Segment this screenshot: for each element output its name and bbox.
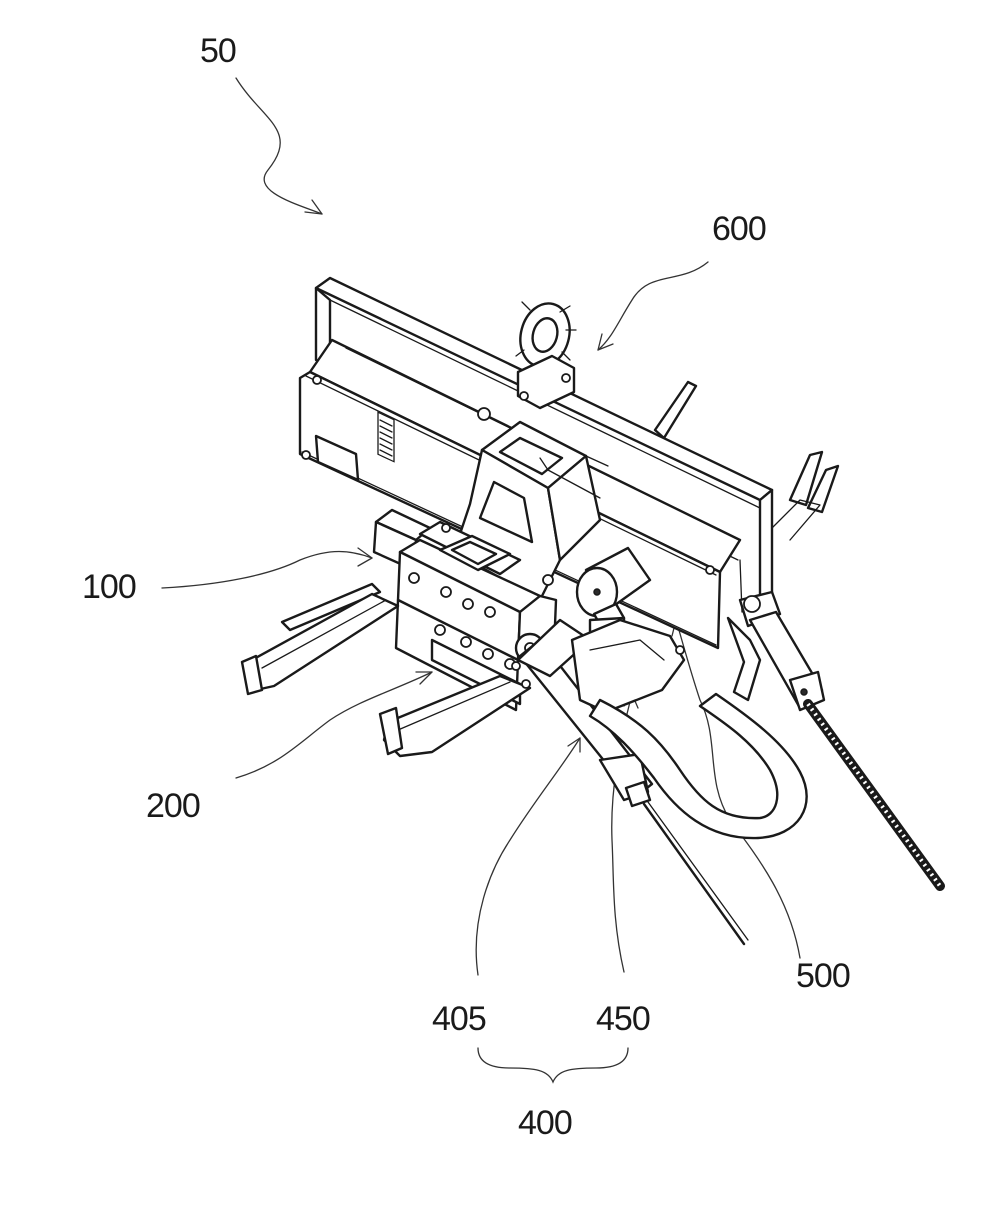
label-200: 200 [146, 787, 200, 825]
arrow-50 [305, 200, 322, 214]
label-50: 50 [200, 32, 236, 70]
arrow-100 [358, 548, 372, 566]
label-100: 100 [82, 568, 136, 606]
label-400: 400 [518, 1104, 572, 1142]
label-500: 500 [796, 957, 850, 995]
label-600: 600 [712, 210, 766, 248]
leader-50 [236, 78, 322, 214]
leader-600 [598, 262, 708, 350]
leader-405 [476, 738, 580, 975]
label-405: 405 [432, 1000, 486, 1038]
leader-100 [162, 552, 372, 589]
machine-assembly [242, 278, 940, 944]
brace-400 [478, 1048, 628, 1082]
label-450: 450 [596, 1000, 650, 1038]
cable-connector [514, 298, 577, 408]
